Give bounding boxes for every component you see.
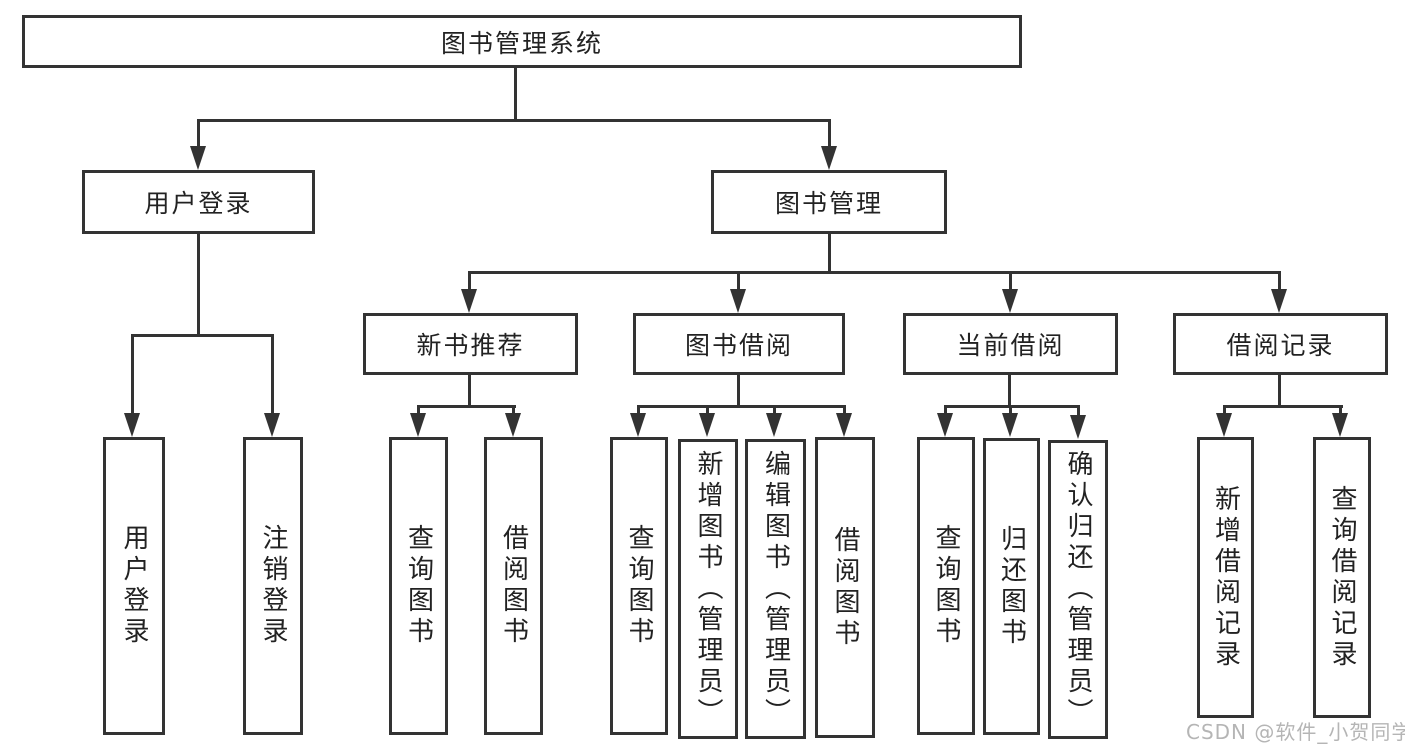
- node-label: 查询图书: [624, 524, 654, 648]
- connector-arrowhead: [1216, 413, 1232, 437]
- connector-arrowhead: [1002, 289, 1018, 313]
- connector-line: [197, 119, 200, 149]
- connector-arrowhead: [1271, 289, 1287, 313]
- leaf-borrow-book: 借阅图书: [815, 437, 875, 738]
- leaf-user-login: 用户登录: [103, 437, 165, 735]
- connector-arrowhead: [505, 413, 521, 437]
- connector-arrowhead: [1070, 415, 1086, 439]
- connector-line: [468, 271, 471, 291]
- node-label: 注销登录: [258, 524, 288, 648]
- node-borrow-records: 借阅记录: [1173, 313, 1388, 375]
- leaf-confirm-return-admin: 确认归还（管理员）: [1048, 440, 1108, 739]
- node-label: 查询图书: [931, 524, 961, 648]
- node-label: 用户登录: [144, 189, 253, 218]
- connector-line: [1009, 405, 1012, 417]
- leaf-query-book-current: 查询图书: [917, 437, 975, 735]
- node-label: 当前借阅: [956, 331, 1065, 360]
- connector-line: [271, 334, 274, 415]
- node-user-login: 用户登录: [82, 170, 315, 234]
- node-label: 查询借阅记录: [1327, 484, 1357, 671]
- leaf-logout-login: 注销登录: [243, 437, 303, 735]
- node-label: 用户登录: [119, 524, 149, 648]
- node-label: 图书管理系统: [440, 28, 603, 58]
- connector-line: [1008, 375, 1011, 408]
- connector-line: [737, 375, 740, 408]
- connector-arrowhead: [630, 413, 646, 437]
- connector-line: [512, 405, 515, 417]
- connector-line: [706, 405, 709, 417]
- connector-line: [1278, 375, 1281, 408]
- connector-arrowhead: [730, 289, 746, 313]
- node-label: 新书推荐: [416, 331, 525, 360]
- node-label: 借阅图书: [498, 524, 529, 648]
- connector-arrowhead: [937, 413, 953, 437]
- connector-line: [1223, 405, 1343, 408]
- connector-line: [468, 375, 471, 408]
- connector-arrowhead: [1002, 413, 1018, 437]
- connector-line: [828, 119, 831, 149]
- leaf-add-borrow-record: 新增借阅记录: [1197, 437, 1254, 718]
- connector-line: [131, 334, 274, 337]
- connector-arrowhead: [190, 146, 206, 170]
- node-label: 图书借阅: [684, 331, 793, 360]
- connector-arrowhead: [264, 413, 280, 437]
- connector-line: [1339, 405, 1342, 417]
- node-current-borrow: 当前借阅: [903, 313, 1118, 375]
- connector-arrowhead: [766, 413, 782, 437]
- connector-line: [1223, 405, 1226, 417]
- connector-arrowhead: [124, 413, 140, 437]
- connector-line: [773, 405, 776, 417]
- node-label: 新增借阅记录: [1210, 484, 1241, 671]
- connector-line: [637, 405, 846, 408]
- connector-line: [944, 405, 947, 417]
- connector-line: [637, 405, 640, 417]
- connector-arrowhead: [821, 146, 837, 170]
- leaf-borrow-book-recommend: 借阅图书: [484, 437, 543, 735]
- node-label: 编辑图书（管理员）: [760, 449, 791, 729]
- node-label: 新增图书（管理员）: [693, 449, 723, 729]
- leaf-return-book: 归还图书: [983, 438, 1040, 735]
- leaf-query-borrow-record: 查询借阅记录: [1313, 437, 1371, 718]
- connector-line: [468, 271, 1281, 274]
- node-label: 图书管理: [774, 189, 883, 218]
- connector-arrowhead: [699, 413, 715, 437]
- leaf-add-book-admin: 新增图书（管理员）: [678, 439, 738, 739]
- leaf-edit-book-admin: 编辑图书（管理员）: [745, 439, 806, 739]
- connector-line: [737, 271, 740, 291]
- connector-line: [417, 405, 516, 408]
- connector-arrowhead: [836, 413, 852, 437]
- node-root: 图书管理系统: [22, 15, 1022, 68]
- node-new-book-recommend: 新书推荐: [363, 313, 578, 375]
- connector-line: [1278, 271, 1281, 291]
- node-label: 借阅记录: [1226, 331, 1335, 360]
- node-label: 确认归还（管理员）: [1063, 450, 1093, 729]
- connector-arrowhead: [461, 289, 477, 313]
- node-book-borrow: 图书借阅: [633, 313, 845, 375]
- leaf-query-book-borrow: 查询图书: [610, 437, 668, 735]
- connector-line: [197, 119, 831, 122]
- connector-line: [944, 405, 1080, 408]
- connector-arrowhead: [1332, 413, 1348, 437]
- connector-line: [131, 334, 134, 415]
- connector-line: [197, 234, 200, 337]
- connector-line: [843, 405, 846, 417]
- node-label: 借阅图书: [830, 525, 860, 650]
- connector-arrowhead: [410, 413, 426, 437]
- connector-line: [1009, 271, 1012, 291]
- connector-line: [514, 68, 517, 121]
- connector-line: [828, 234, 831, 274]
- node-label: 归还图书: [996, 524, 1027, 649]
- leaf-query-book-recommend: 查询图书: [389, 437, 448, 735]
- node-label: 查询图书: [403, 524, 434, 648]
- connector-line: [417, 405, 420, 417]
- connector-line: [1077, 405, 1080, 417]
- node-book-management: 图书管理: [711, 170, 947, 234]
- watermark: CSDN @软件_小贺同学: [1186, 720, 1405, 744]
